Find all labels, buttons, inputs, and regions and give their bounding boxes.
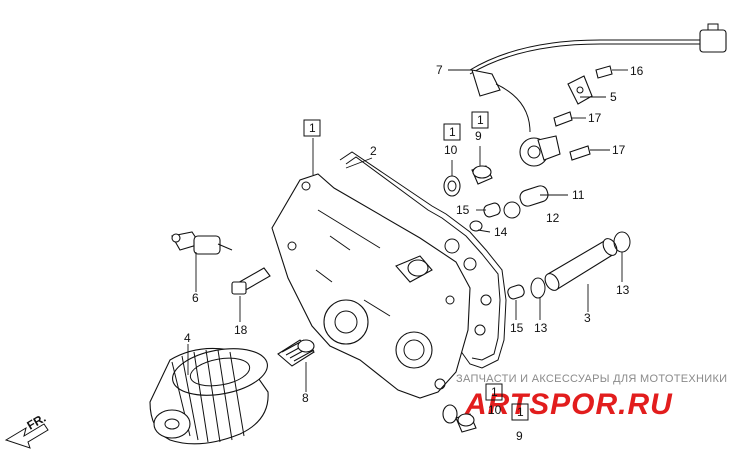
- stud-bolt: [277, 339, 315, 367]
- boxed-ref-lower-right: 1: [517, 405, 524, 419]
- callout-7: 7: [436, 63, 443, 77]
- leader-lines: [187, 69, 628, 392]
- callout-13-left: 13: [534, 321, 548, 335]
- callout-6: 6: [192, 291, 199, 305]
- dowel-pins-and-orings: [469, 185, 549, 300]
- callout-17-upper: 17: [588, 111, 602, 125]
- oil-filter: [149, 347, 269, 445]
- boxed-ref-upper-right: 1: [477, 113, 484, 127]
- front-direction-label: FR.: [25, 411, 49, 433]
- callout-labels: 2 1 4 5 6 7 8 9 9 10 10 11 12 13 13 14 1…: [184, 63, 644, 443]
- callout-17-lower: 17: [612, 143, 626, 157]
- watermark-logo: ARTSPOR.RU: [464, 388, 673, 421]
- callout-2: 2: [370, 144, 377, 158]
- cover-gasket: [339, 151, 507, 369]
- callout-15-lower: 15: [510, 321, 524, 335]
- pressure-switch: [171, 231, 233, 255]
- pulse-generator: [469, 23, 727, 167]
- oil-pipe: [544, 231, 631, 291]
- front-direction-arrow: FR.: [4, 411, 49, 449]
- generator-cover: [271, 173, 471, 399]
- callout-14: 14: [494, 225, 508, 239]
- callout-12: 12: [546, 211, 560, 225]
- callout-9-lower: 9: [516, 429, 523, 443]
- callout-13-right: 13: [616, 283, 630, 297]
- callout-18: 18: [234, 323, 248, 337]
- wire-clamp: [567, 75, 593, 105]
- callout-16: 16: [630, 64, 644, 78]
- callout-3-pipe: 3: [584, 311, 591, 325]
- boxed-ref-lower-left: 1: [491, 385, 498, 399]
- watermark-tagline: ЗАПЧАСТИ И АКСЕССУАРЫ ДЛЯ МОТОТЕХНИКИ: [456, 373, 727, 385]
- callout-10-upper: 10: [444, 143, 458, 157]
- boxed-ref-cover: 1: [309, 121, 316, 135]
- boxed-refs: 1 1 1 1 1: [303, 111, 529, 421]
- callout-15-upper: 15: [456, 203, 470, 217]
- callout-4: 4: [184, 331, 191, 345]
- boxed-ref-upper-left: 1: [449, 125, 456, 139]
- plug-lower: [442, 404, 477, 433]
- watermark: ЗАПЧАСТИ И АКСЕССУАРЫ ДЛЯ МОТОТЕХНИКИ AR…: [456, 373, 727, 421]
- callout-11: 11: [572, 188, 585, 202]
- callout-8: 8: [302, 391, 309, 405]
- bolts-16-17: [553, 65, 613, 161]
- callout-10-lower: 10: [488, 403, 502, 417]
- plug-upper: [443, 165, 493, 197]
- callout-9-upper: 9: [475, 129, 482, 143]
- flange-bolt-18: [231, 267, 271, 295]
- callout-5: 5: [610, 90, 617, 104]
